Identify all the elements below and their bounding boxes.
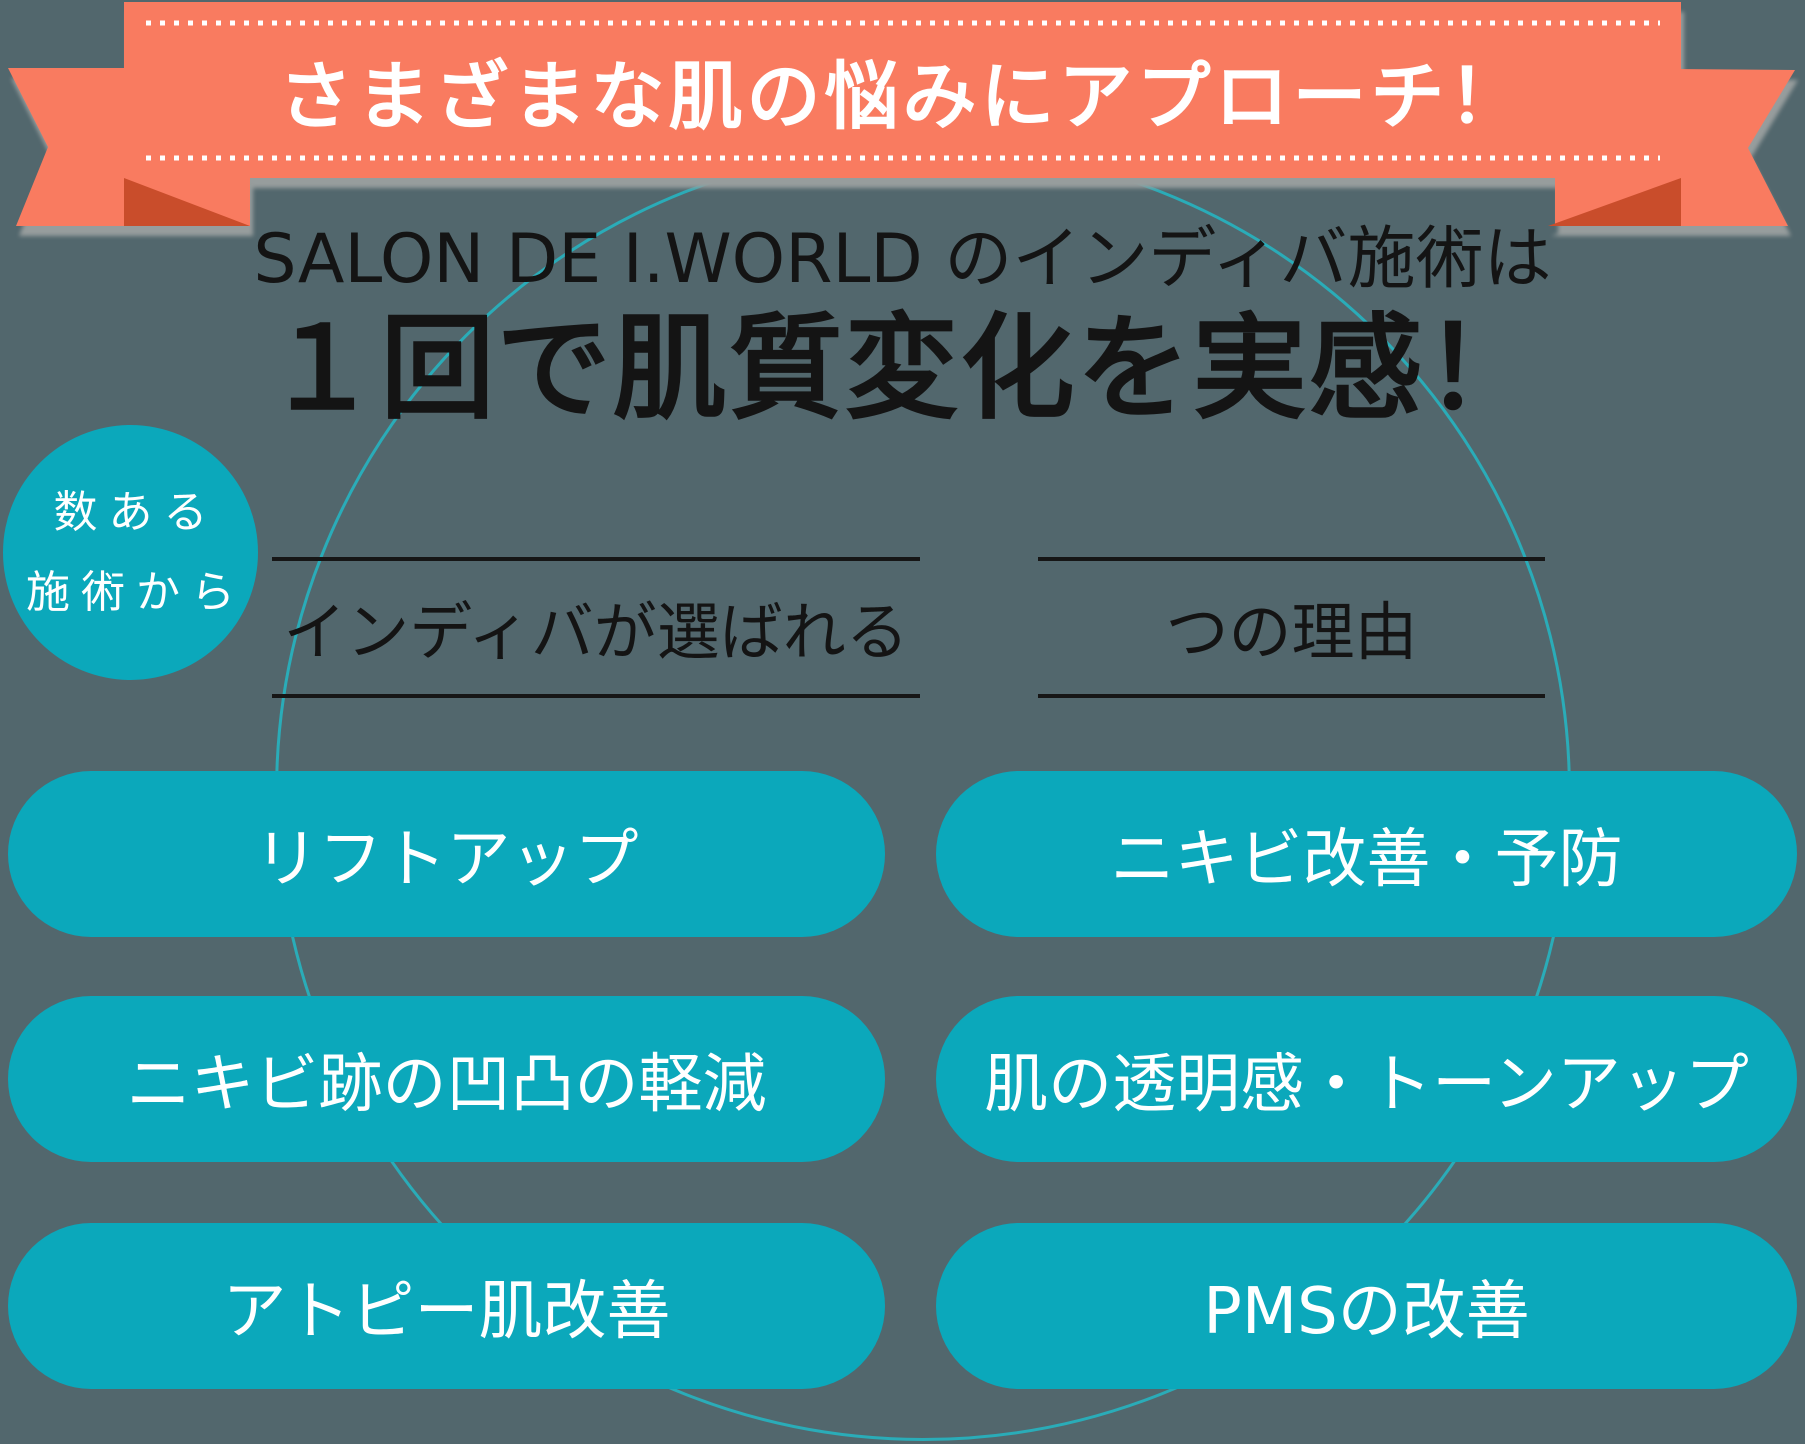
- benefit-pill-atopic-skin: アトピー肌改善: [8, 1223, 885, 1389]
- intro-sentence: SALON DE I.WORLD のインディバ施術は: [253, 220, 1552, 299]
- left-underline: [272, 694, 920, 698]
- benefit-pill-tone-up: 肌の透明感・トーンアップ: [936, 996, 1797, 1162]
- ribbon-banner: [8, 2, 1795, 226]
- benefit-pill-liftup: リフトアップ: [8, 771, 885, 937]
- ribbon-band-shape: [124, 2, 1681, 178]
- right-underline: [1038, 694, 1545, 698]
- ribbon-title: さまざまな肌の悩みにアプローチ！: [278, 53, 1527, 140]
- badge-line-2: 施術から: [26, 566, 246, 618]
- right-overline: [1038, 557, 1545, 561]
- badge-circle: 数ある 施術から: [3, 425, 258, 680]
- reason-phrase-left: インディバが選ばれる: [283, 596, 909, 669]
- benefit-pill-pms: PMSの改善: [936, 1223, 1797, 1389]
- badge-line-1: 数ある: [53, 486, 219, 538]
- benefit-pill-acne-scars: ニキビ跡の凹凸の軽減: [8, 996, 885, 1162]
- benefit-pill-acne-care: ニキビ改善・予防: [936, 771, 1797, 937]
- reason-phrase-right: つの理由: [1165, 596, 1418, 669]
- ribbon-right-fold-shape: [1548, 178, 1681, 226]
- ribbon-left-fold-shape: [124, 178, 250, 226]
- main-headline: １回で肌質変化を実感！: [264, 302, 1541, 435]
- left-overline: [272, 557, 920, 561]
